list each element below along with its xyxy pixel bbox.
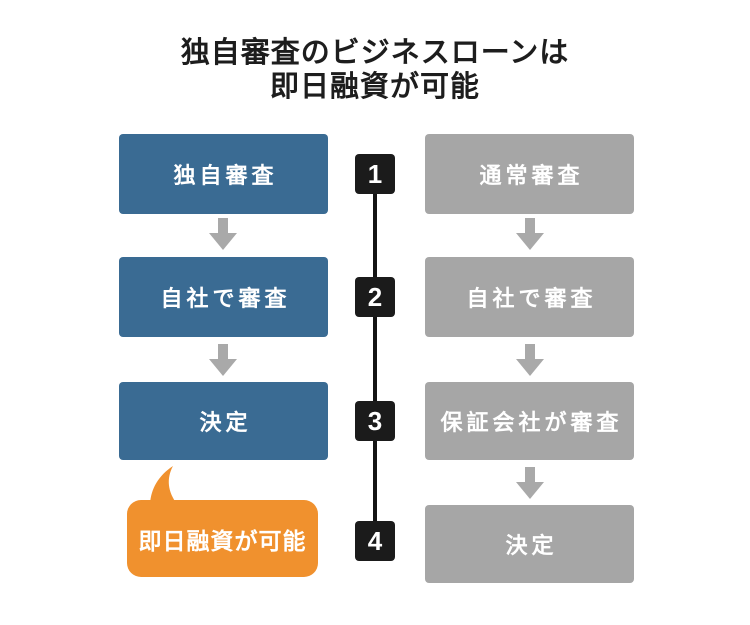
page-title: 独自審査のビジネスローンは 即日融資が可能 [0, 36, 750, 104]
timeline-step-4-badge: 4 [355, 521, 395, 561]
arrow-down-icon [515, 467, 545, 499]
callout-bubble-label: 即日融資が可能 [138, 527, 307, 554]
arrow-down-icon [208, 344, 238, 376]
arrow-down-icon [515, 218, 545, 250]
timeline-step-2-number: 2 [367, 281, 383, 312]
timeline-step-3-number: 3 [367, 405, 383, 436]
right-flow-box-2-label: 自社で審査 [466, 286, 597, 311]
callout-bubble: 即日融資が可能 [127, 500, 318, 577]
left-flow-box-3-label: 決定 [199, 410, 252, 435]
timeline-step-1-badge: 1 [355, 154, 395, 194]
left-flow-box-jisha-shinsa: 自社で審査 [119, 257, 328, 337]
left-flow-box-dokuji-shinsa: 独自審査 [119, 134, 328, 214]
timeline-step-3-badge: 3 [355, 401, 395, 441]
right-flow-box-3-label: 保証会社が審査 [440, 410, 623, 435]
left-flow-box-kettei: 決定 [119, 382, 328, 460]
timeline-step-2-badge: 2 [355, 277, 395, 317]
timeline-step-1-number: 1 [367, 158, 383, 189]
timeline-step-4-number: 4 [367, 525, 383, 556]
timeline-connector-line [373, 174, 377, 542]
left-flow-box-2-label: 自社で審査 [160, 286, 291, 311]
right-flow-box-kettei: 決定 [425, 505, 634, 583]
left-flow-box-1-label: 独自審査 [173, 163, 278, 188]
right-flow-box-4-label: 決定 [505, 533, 558, 558]
title-line-1: 独自審査のビジネスローンは [180, 37, 570, 69]
arrow-down-icon [515, 344, 545, 376]
right-flow-box-1-label: 通常審査 [479, 163, 584, 188]
callout-bubble-tail [140, 466, 184, 504]
right-flow-box-tsujo-shinsa: 通常審査 [425, 134, 634, 214]
arrow-down-icon [208, 218, 238, 250]
title-line-2: 即日融資が可能 [269, 71, 480, 103]
right-flow-box-jisha-shinsa: 自社で審査 [425, 257, 634, 337]
right-flow-box-hosho-gaisha: 保証会社が審査 [425, 382, 634, 460]
